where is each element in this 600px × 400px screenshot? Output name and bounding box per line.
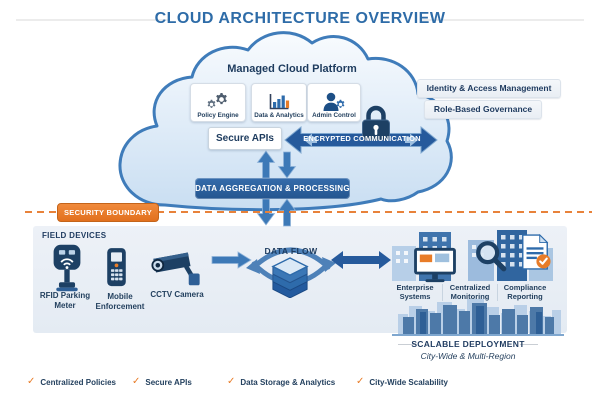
check-icon: ✓ — [356, 376, 365, 387]
legend-item-storage: ✓ Data Storage & Analytics — [227, 376, 336, 387]
parking-meter-icon — [53, 244, 81, 292]
city-skyline — [392, 299, 564, 336]
card-label: Admin Control — [312, 112, 356, 119]
identity-access-label: Identity & Access Management — [417, 79, 561, 98]
check-icon: ✓ — [132, 376, 141, 387]
centralized-monitoring-label: Centralized Monitoring — [449, 283, 491, 302]
cloud-platform-title: Managed Cloud Platform — [227, 63, 357, 75]
label-divider — [497, 284, 498, 301]
encrypted-banner-arrow — [284, 125, 438, 155]
legend-item-policies: ✓ Centralized Policies — [27, 376, 116, 387]
enterprise-systems-label: Enterprise Systems — [396, 283, 434, 302]
card-data-analytics: Data & Analytics — [251, 83, 307, 122]
report-check-icon — [522, 233, 551, 270]
lock-icon — [362, 105, 390, 141]
card-policy-engine: Policy Engine — [190, 83, 246, 122]
legend-item-apis: ✓ Secure APIs — [132, 376, 192, 387]
compliance-reporting-label: Compliance Reporting — [503, 283, 547, 302]
check-icon: ✓ — [27, 376, 36, 387]
arrow-down-to-banner — [277, 151, 297, 179]
database-icon — [271, 257, 309, 298]
deployment-subtitle: City-Wide & Multi-Region — [420, 351, 516, 361]
monitor-icon — [414, 247, 456, 283]
data-flow-label: DATA FLOW — [264, 246, 318, 256]
gears-icon — [207, 92, 227, 108]
legend-item-scalability: ✓ City-Wide Scalability — [356, 376, 449, 387]
card-admin-control: Admin Control — [307, 83, 361, 122]
cctv-camera-icon — [151, 252, 200, 286]
enterprise-labels: Enterprise Systems Centralized Monitorin… — [388, 283, 552, 302]
devices-to-dataflow-arrow — [211, 251, 252, 269]
bar-chart-icon — [269, 94, 290, 110]
security-boundary-label: SECURITY BOUNDARY — [57, 203, 159, 222]
device-label-cctv: CCTV Camera — [150, 290, 204, 299]
device-label-rfid: RFID Parking Meter — [39, 291, 91, 310]
arrow-up-across-boundary — [277, 198, 297, 227]
dataflow-enterprise-arrow — [331, 251, 391, 269]
user-gear-icon — [323, 92, 345, 111]
encrypted-small-arrow-right-icon — [405, 133, 418, 147]
card-label: Policy Engine — [197, 112, 239, 119]
card-label: Data & Analytics — [254, 112, 304, 119]
handheld-device-icon — [107, 248, 126, 287]
skyline-baseline — [392, 334, 564, 336]
encrypted-small-arrow-left-icon — [304, 133, 317, 147]
encrypted-communication-label: ENCRYPTED COMMUNICATION — [303, 134, 421, 143]
page-title: CLOUD ARCHITECTURE OVERVIEW — [154, 10, 446, 27]
secure-apis-box: Secure APIs — [208, 127, 282, 150]
field-devices-heading: FIELD DEVICES — [42, 231, 107, 240]
role-governance-label: Role-Based Governance — [424, 100, 542, 119]
label-divider — [442, 284, 443, 301]
deployment-title: SCALABLE DEPLOYMENT — [411, 339, 525, 349]
magnifier-icon — [476, 241, 507, 272]
aggregation-banner: DATA AGGREGATION & PROCESSING — [195, 178, 350, 199]
check-icon: ✓ — [227, 376, 236, 387]
device-label-mobile: Mobile Enforcement — [95, 292, 145, 311]
